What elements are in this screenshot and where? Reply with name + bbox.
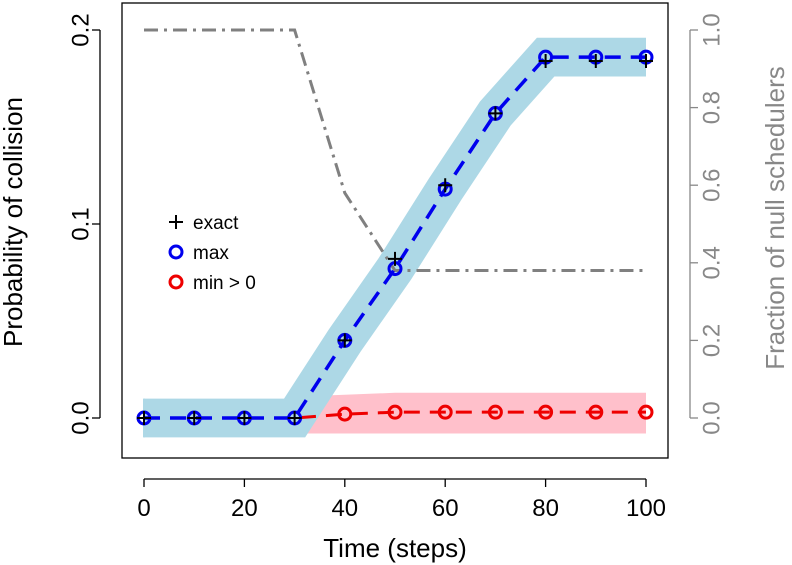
y2-tick-label: 1.0 — [699, 13, 726, 46]
y-axis-label: Probability of collision — [0, 97, 28, 347]
exact-point — [187, 411, 202, 425]
exact-point — [337, 333, 352, 348]
legend-marker-exact — [169, 215, 183, 229]
y2-tick-label: 0.6 — [699, 169, 726, 202]
null-schedulers-line — [144, 28, 646, 273]
x-tick-label: 20 — [231, 495, 258, 522]
exact-point — [438, 178, 453, 193]
series-lines — [144, 28, 646, 420]
min-point — [588, 404, 604, 420]
legend-marker — [168, 274, 184, 290]
axes: 0 20 40 60 80 100 0.0 0.1 0.2 0.0 0.2 0.4 0.6 0.8 1.0 — [68, 2, 726, 522]
legend-label: max — [193, 243, 229, 264]
y2-tick-label: 0.0 — [699, 401, 726, 434]
y2-tick-label: 0.4 — [699, 246, 726, 279]
max-band — [144, 37, 646, 438]
exact-point — [287, 411, 302, 425]
legend-marker — [168, 244, 184, 260]
legend: exact max min > 0 — [168, 213, 256, 294]
exact-point — [137, 411, 151, 425]
max-line — [144, 55, 646, 420]
exact-point — [237, 411, 252, 425]
y-tick-label: 0.0 — [68, 401, 95, 434]
x-tick-label: 80 — [532, 495, 559, 522]
min-point — [337, 406, 353, 422]
x-tick-label: 40 — [331, 495, 358, 522]
y2-axis-label: Fraction of null schedulers — [760, 66, 790, 369]
exact-point — [488, 106, 503, 121]
exact-point — [639, 54, 653, 69]
min-point — [638, 404, 654, 420]
min-point — [538, 404, 554, 420]
x-axis-label: Time (steps) — [323, 533, 467, 563]
x-tick-label: 100 — [626, 495, 666, 522]
min-point — [437, 404, 453, 420]
x-tick-label: 0 — [137, 495, 150, 522]
min-point — [487, 404, 503, 420]
y2-tick-label: 0.2 — [699, 324, 726, 357]
exact-point — [588, 54, 603, 69]
legend-label: min > 0 — [193, 273, 256, 294]
plot-frame — [121, 2, 669, 459]
y2-tick-label: 0.8 — [699, 91, 726, 124]
x-tick-label: 60 — [432, 495, 459, 522]
y-tick-label: 0.1 — [68, 207, 95, 240]
exact-point — [538, 54, 553, 69]
legend-label: exact — [193, 213, 239, 234]
series-markers — [136, 49, 654, 426]
min-point — [387, 404, 403, 420]
y-tick-label: 0.2 — [68, 13, 95, 46]
exact-point — [388, 251, 402, 266]
